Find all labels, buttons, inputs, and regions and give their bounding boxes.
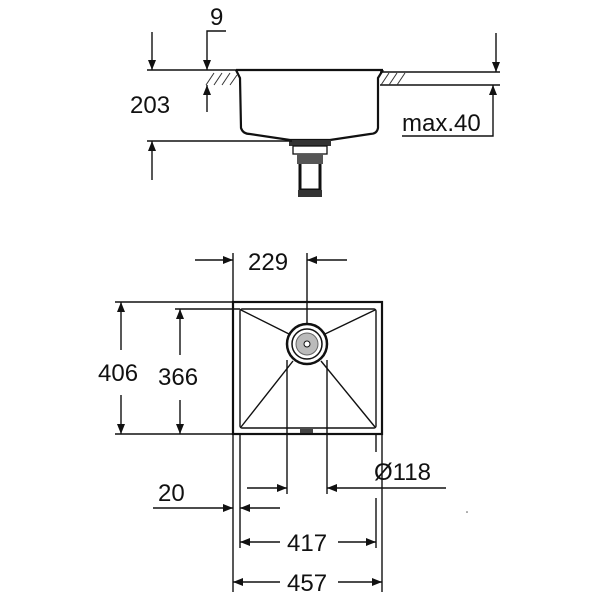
stray-dot	[466, 511, 468, 513]
drain-waste-fitting	[289, 140, 331, 197]
drain-strainer-icon	[285, 322, 329, 366]
dim-inner-depth-label: 366	[158, 364, 198, 391]
worktop-hatch-left	[205, 72, 238, 86]
bowl-slope-lines	[240, 309, 376, 428]
dim-inner-width-label: 417	[287, 530, 327, 557]
dim-drain-diameter-label: Ø118	[374, 459, 431, 486]
dim-drain-offset-label: 229	[248, 249, 288, 276]
rim-arrow-top	[203, 30, 226, 70]
dim-rim-width-label: 20	[158, 480, 185, 507]
overflow-slot	[300, 429, 313, 433]
sink-bowl-profile	[235, 68, 384, 142]
worktop-hatch-right	[380, 72, 406, 86]
top-view: 229 406 366 Ø118 20 417 457	[98, 249, 468, 597]
dim-depth-label: 203	[130, 92, 170, 119]
side-view: 203 9 max.40	[130, 4, 500, 197]
dim-rim-label: 9	[210, 4, 223, 31]
sink-inner-outline	[239, 308, 377, 429]
worktop-arrow-bottom	[402, 85, 497, 137]
dim-worktop-label: max.40	[402, 110, 481, 137]
dim-outer-width-label: 457	[287, 570, 327, 597]
dim-outer-depth-label: 406	[98, 360, 138, 387]
